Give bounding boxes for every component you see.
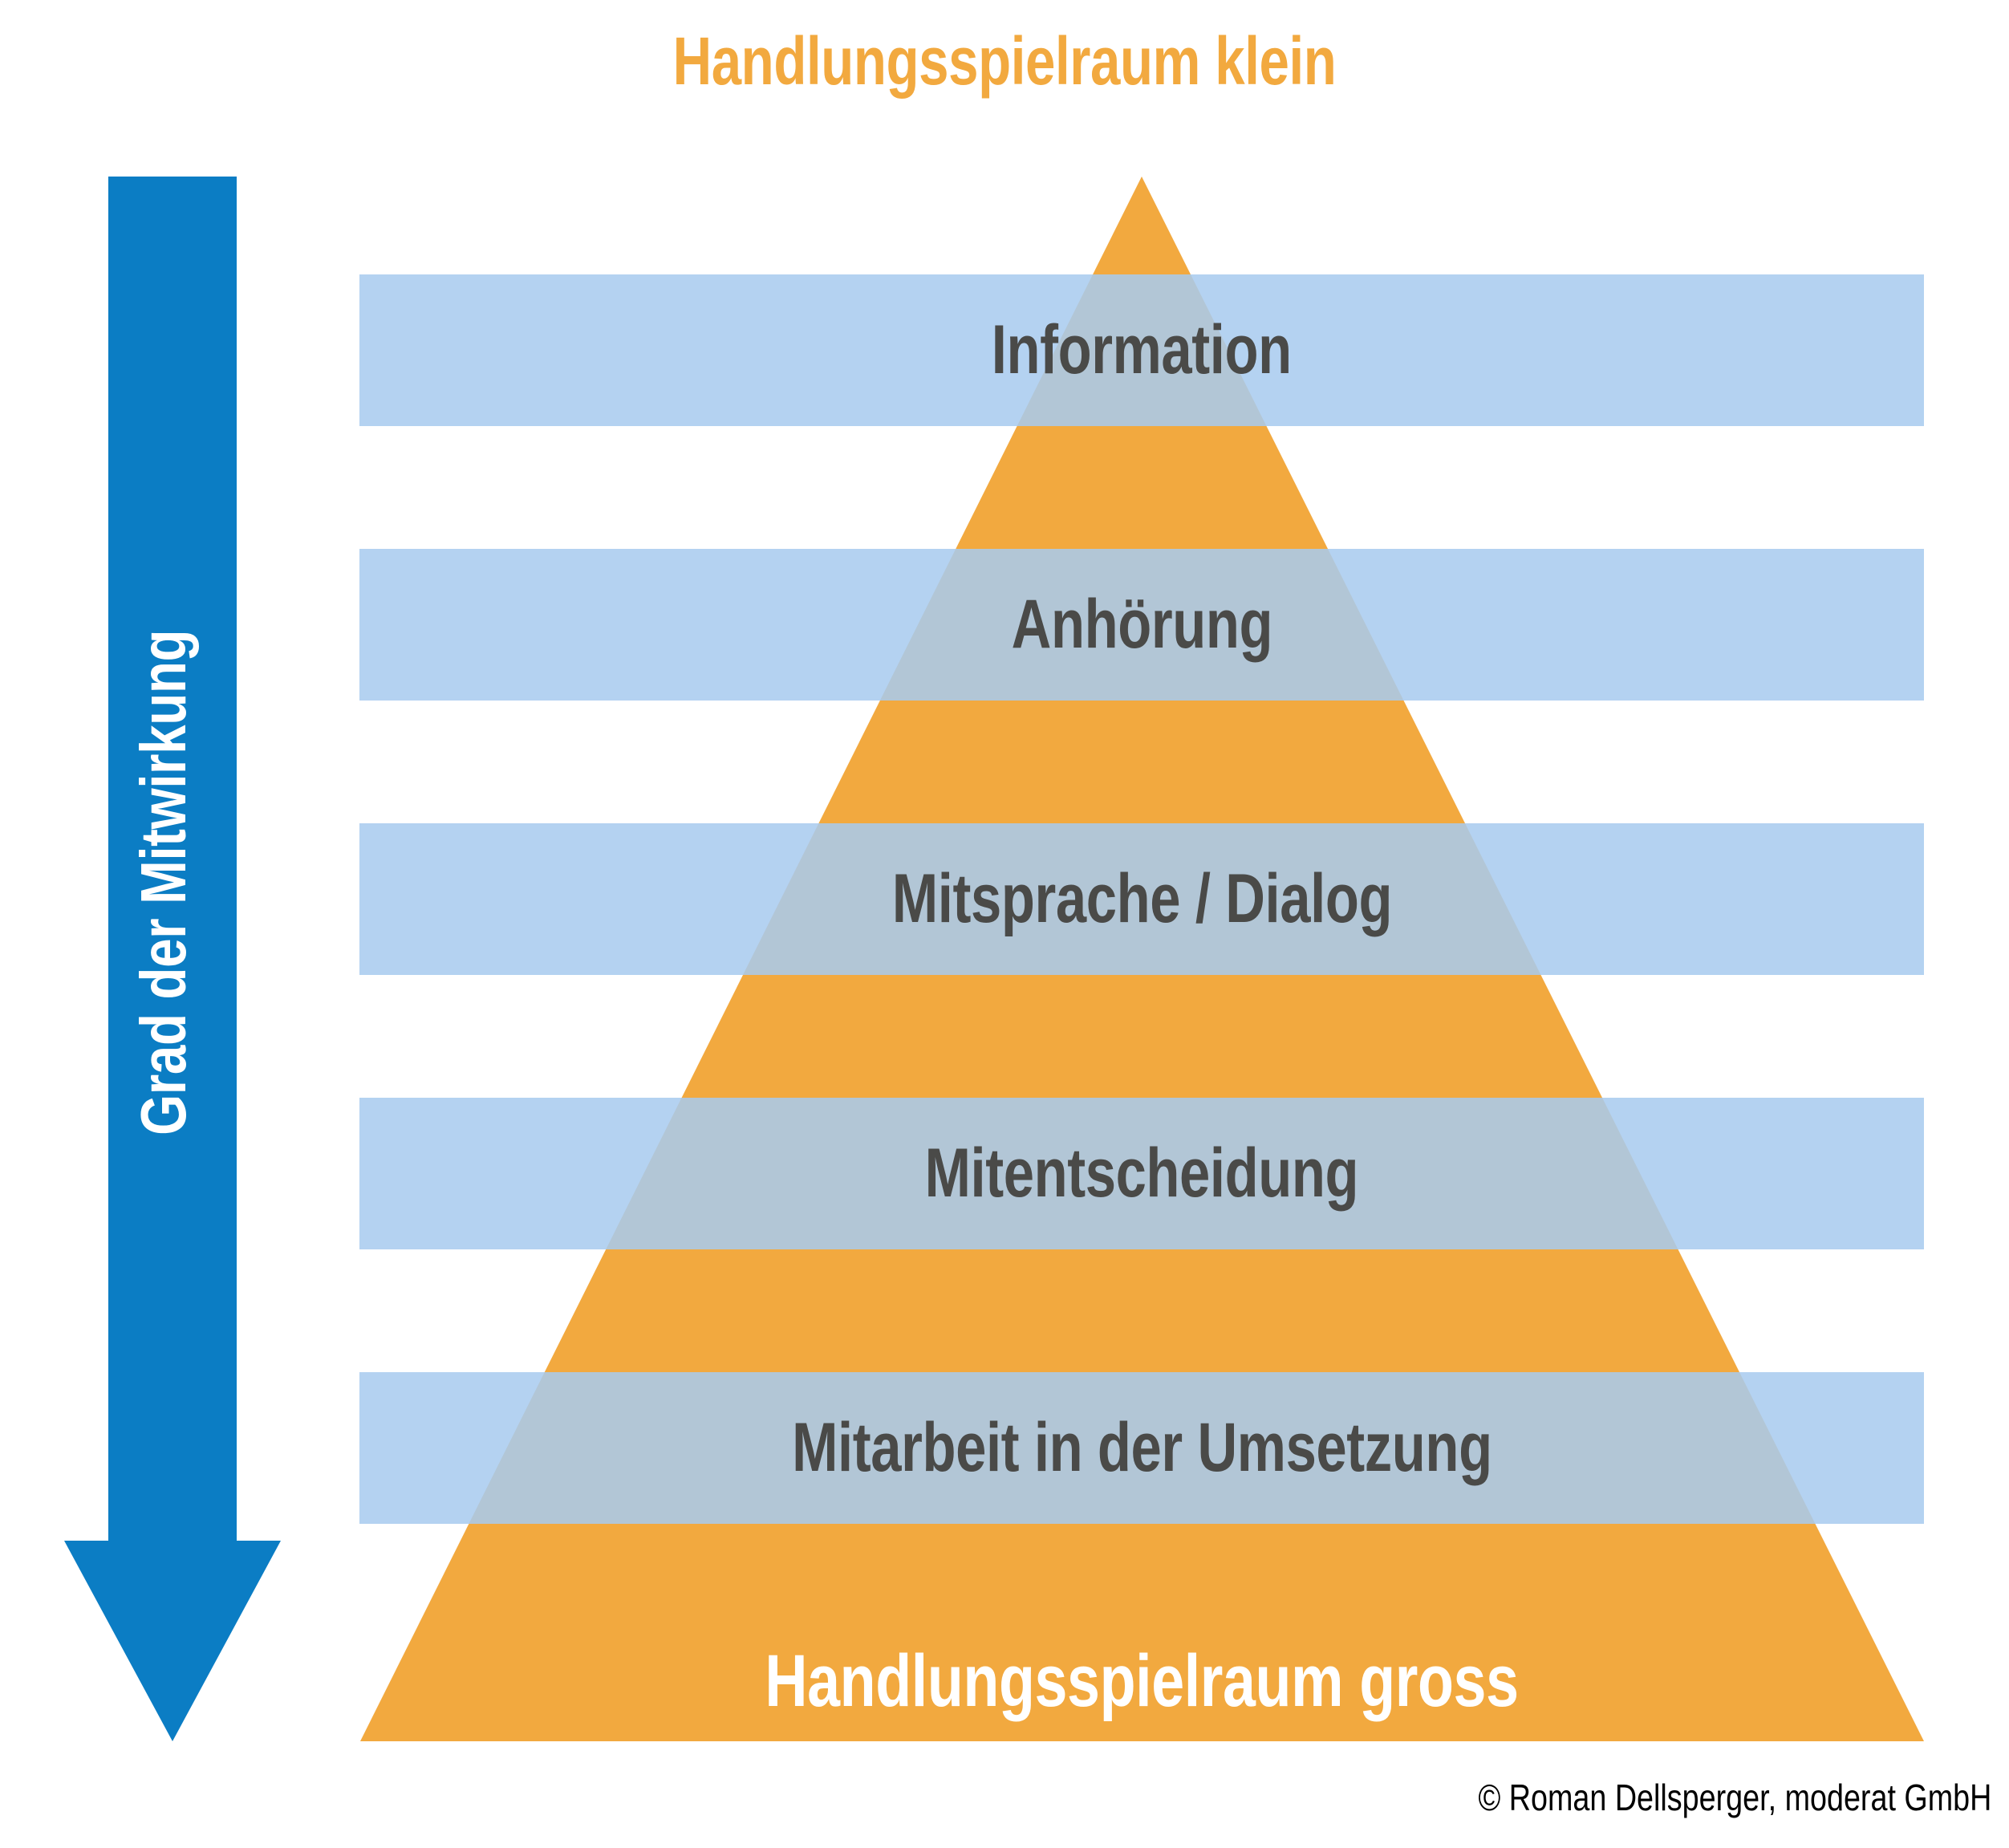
band-rect-1 [359,274,1924,426]
band-rect-3 [359,823,1924,975]
band-rect-2 [359,549,1924,701]
page-title: Handlungsspielraum klein [672,23,1337,99]
band-rect-5 [359,1372,1924,1524]
pyramid-bands [359,274,1924,1524]
copyright-credit: © Roman Dellsperger, moderat GmbH [1478,1777,1991,1818]
arrow-down-icon [64,177,281,1741]
band-rect-4 [359,1098,1924,1249]
participation-axis-arrow: Grad der Mitwirkung [32,177,289,1741]
